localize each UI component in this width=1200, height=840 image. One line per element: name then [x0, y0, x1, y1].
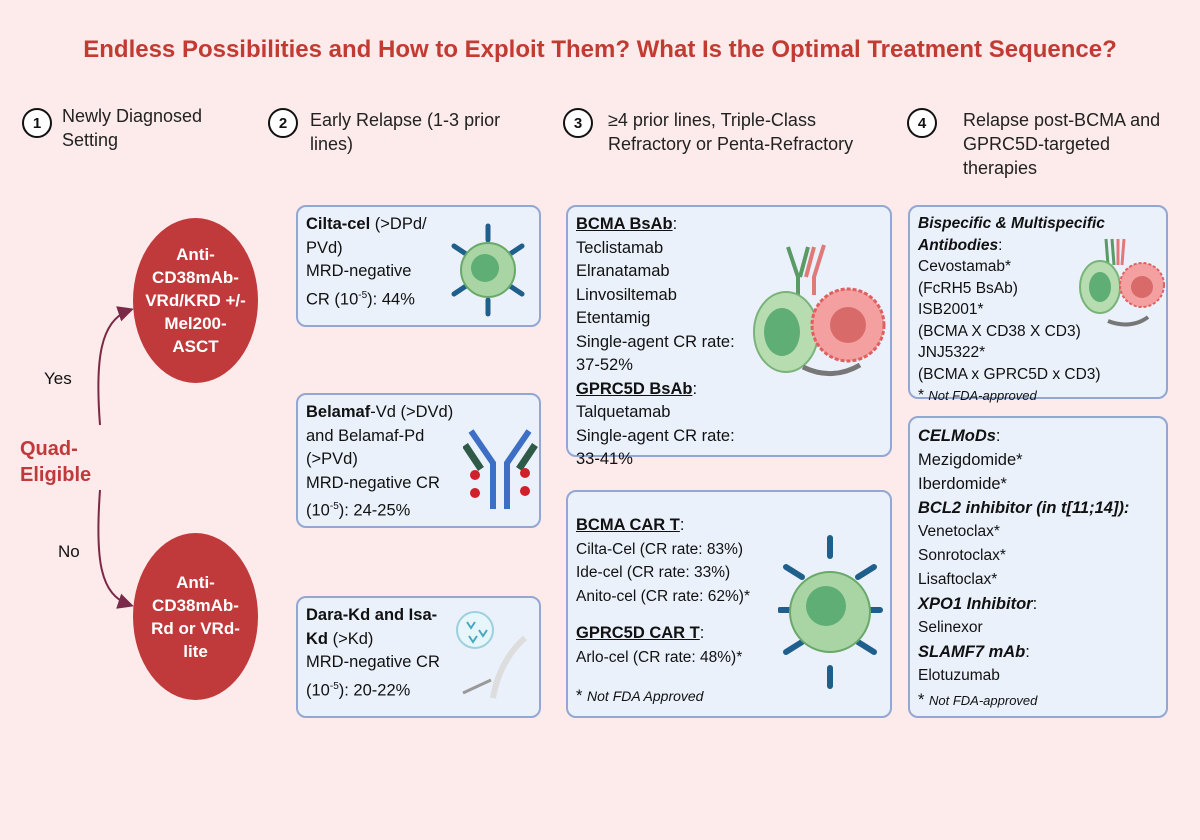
cilta-cel-box: Cilta-cel (>DPd/ PVd) MRD-negative CR (1… — [296, 205, 541, 327]
drug-name: Belamaf — [306, 403, 371, 421]
mrd-rate: MRD-negative CR (10-5): 24-25% — [306, 473, 440, 520]
decision-arrows — [97, 306, 134, 609]
footnote: Not FDA-approved — [929, 693, 1038, 708]
transplant-ineligible-regimen: Anti-CD38mAb-Rd or VRd-lite — [133, 533, 258, 700]
no-label: No — [58, 542, 80, 561]
comparator: -Vd (>DVd) and Belamaf-Pd (>PVd) — [306, 403, 454, 468]
car-t-cell-icon — [451, 223, 525, 317]
slamf7-list: Elotuzumab — [918, 667, 1000, 684]
mrd-rate: MRD-negative CR (10-5): 20-22% — [306, 653, 440, 699]
comparator: (>Kd) — [328, 629, 374, 648]
car-t-box: BCMA CAR T: Cilta-Cel (CR rate: 83%)Ide-… — [566, 490, 892, 718]
multispecific-box: Bispecific & Multispecific Antibodies: C… — [908, 205, 1168, 404]
multispecific-heading: Bispecific & Multispecific Antibodies — [918, 215, 1105, 254]
quad-eligible-label: Quad-Eligible — [20, 438, 92, 486]
celmods-heading: CELMoDs — [918, 427, 996, 445]
belamaf-box: Belamaf-Vd (>DVd) and Belamaf-Pd (>PVd) … — [296, 393, 541, 528]
car-t-cell-icon — [778, 535, 883, 689]
step-3-label: ≥4 prior lines, Triple-Class Refractory … — [608, 110, 854, 154]
step-2-label: Early Relapse (1-3 prior lines) — [310, 110, 501, 154]
bcma-bsab-heading: BCMA BsAb — [576, 215, 673, 233]
other-agents-box: CELMoDs: Mezigdomide*Iberdomide* BCL2 in… — [908, 416, 1168, 718]
mrd-rate: MRD-negative CR (10-5): 44% — [306, 262, 415, 308]
yes-label: Yes — [44, 369, 72, 388]
t-cell-engaging-tumor-icon — [753, 244, 886, 376]
yes-arrow — [97, 306, 134, 426]
step-2-number: 2 — [268, 108, 298, 138]
celmods-list: Mezigdomide*Iberdomide* — [918, 451, 1023, 493]
page-title: Endless Possibilities and How to Exploit… — [83, 36, 1117, 63]
step-4-label: Relapse post-BCMA and GPRC5D-targeted th… — [963, 110, 1161, 178]
comparator: (>DPd/ PVd) — [306, 215, 427, 257]
bcl2-list: Venetoclax*Sonrotoclax*Lisaftoclax* — [918, 523, 1006, 588]
xpo1-list: Selinexor — [918, 619, 983, 636]
drug-name: Dara-Kd and Isa-Kd — [306, 606, 438, 648]
step-4-number: 4 — [907, 108, 937, 138]
dara-isa-kd-box: Dara-Kd and Isa-Kd (>Kd) MRD-negative CR… — [296, 596, 541, 718]
xpo1-heading: XPO1 Inhibitor — [918, 595, 1033, 613]
bcma-car-t-list: Cilta-Cel (CR rate: 83%)Ide-cel (CR rate… — [576, 540, 751, 605]
gprc5d-car-t-heading: GPRC5D CAR T — [576, 624, 700, 642]
step-1-number: 1 — [22, 108, 52, 138]
no-arrow — [97, 489, 134, 609]
antibody-drug-conjugate-icon — [463, 429, 538, 509]
drug-name: Cilta-cel — [306, 215, 371, 233]
gprc5d-car-t-list: Arlo-cel (CR rate: 48%)* — [576, 648, 743, 666]
footnote: Not FDA-approved — [928, 388, 1037, 403]
antibody-injection-icon — [456, 611, 527, 699]
bcma-car-t-heading: BCMA CAR T — [576, 516, 680, 534]
slamf7-heading: SLAMF7 mAb — [918, 643, 1026, 661]
t-cell-engaging-tumor-icon — [1079, 238, 1165, 327]
bcl2-heading: BCL2 inhibitor (in t[11;14]): — [918, 499, 1130, 517]
transplant-eligible-regimen: Anti-CD38mAb-VRd/KRD +/- Mel200-ASCT — [133, 218, 258, 383]
multispecific-list: Cevostamab*(FcRH5 BsAb)ISB2001*(BCMA X C… — [918, 258, 1101, 383]
footnote: Not FDA Approved — [587, 688, 704, 704]
step-3-number: 3 — [563, 108, 593, 138]
step-1-label: Newly Diagnosed Setting — [62, 106, 203, 150]
gprc5d-bsab-heading: GPRC5D BsAb — [576, 379, 693, 398]
